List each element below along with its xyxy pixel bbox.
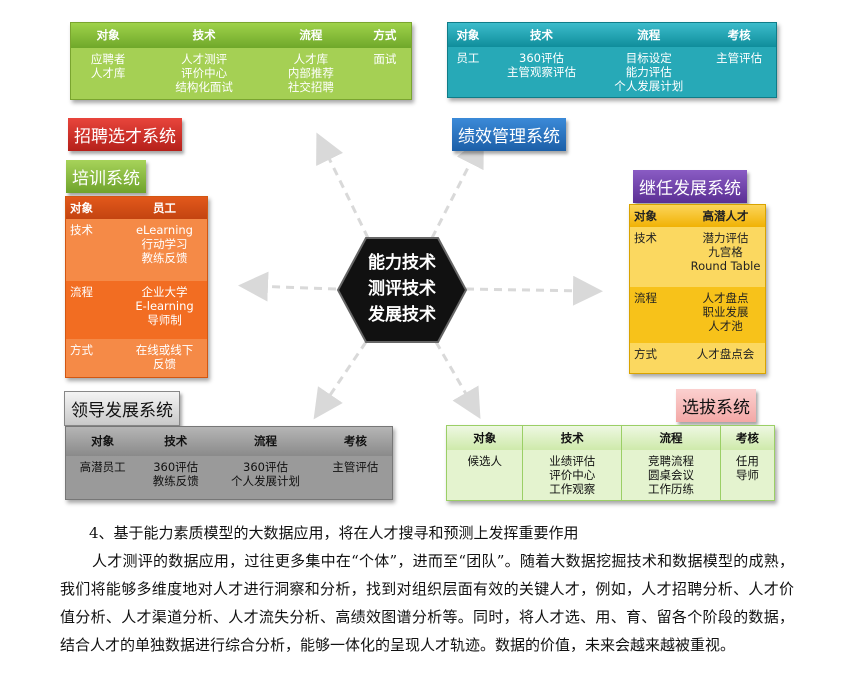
succession-row-process-value: 人才盘点 职业发展 人才池	[702, 291, 749, 333]
section-paragraph: 人才测评的数据应用，过往更多集中在“个体”，进而至“团队”。随着大数据挖掘技术和…	[60, 552, 794, 654]
recruit-cell-process: 人才库 内部推荐 社交招聘	[287, 51, 334, 94]
leader-cell-assess: 主管评估	[332, 459, 379, 474]
training-row-tech-key: 技术	[70, 223, 93, 237]
arrow-to-leader	[313, 341, 368, 420]
select-table: 对象 技术 流程 考核 候选人 业绩评估 评价中心 工作观察 竞聘流程 圆桌会议…	[446, 425, 775, 501]
perf-cell-tech: 360评估 主管观察评估	[507, 51, 576, 79]
arrow-to-select	[434, 341, 481, 419]
center-hexagon	[336, 237, 468, 343]
arrow-to-perf	[430, 136, 484, 239]
arrow-to-succession	[465, 275, 603, 306]
succession-header-value: 高潜人才	[702, 209, 749, 223]
perf-cell-assess: 主管评估	[716, 51, 763, 65]
perf-cell-object: 员工	[456, 51, 480, 65]
succession-header-object: 对象	[634, 209, 657, 223]
leader-label: 领导发展系统	[64, 391, 180, 426]
select-cell-process: 竞聘流程 圆桌会议 工作历练	[621, 450, 721, 501]
perf-header-tech: 技术	[530, 28, 553, 42]
training-table: 对象 员工 技术 eLearning 行动学习 教练反馈 流程 企业大学 E-l…	[65, 196, 208, 378]
select-header-assess: 考核	[735, 431, 759, 445]
perf-header-process: 流程	[637, 28, 661, 42]
leader-cell-object: 高潜员工	[79, 459, 126, 474]
recruit-header-object: 对象	[96, 28, 120, 43]
select-cell-assess: 任用 导师	[735, 454, 759, 482]
perf-table: 对象 技术 流程 考核 员工 360评估 主管观察评估 目标设定 能力评估 个人…	[447, 22, 777, 98]
recruit-header-process: 流程	[299, 28, 323, 43]
training-row-method-value: 在线或线下 反馈	[135, 343, 194, 371]
leader-cell-process: 360评估 个人发展计划	[230, 459, 300, 488]
arrow-to-training	[238, 271, 337, 302]
recruit-cell-tech: 人才测评 评价中心 结构化面试	[175, 51, 233, 94]
perf-header-assess: 考核	[727, 28, 751, 42]
arrow-to-recruit	[316, 132, 370, 239]
select-cell-tech: 业绩评估 评价中心 工作观察	[522, 450, 623, 501]
recruit-table: 对象 技术 流程 方式 应聘者 人才库 人才测评 评价中心 结构化面试 人才库 …	[70, 22, 412, 100]
recruit-header-tech: 技术	[192, 28, 216, 43]
section-heading: 4、基于能力素质模型的大数据应用，将在人才搜寻和预测上发挥重要作用	[89, 524, 579, 542]
center-line-3: 发展技术	[368, 305, 436, 325]
succession-row-method-key: 方式	[634, 347, 657, 361]
succession-row-tech-value: 潜力评估 九宫格 Round Table	[690, 231, 761, 273]
succession-row-method-value: 人才盘点会	[696, 347, 755, 361]
recruit-header-method: 方式	[373, 28, 397, 43]
succession-table: 对象 高潜人才 技术 潜力评估 九宫格 Round Table 流程 人才盘点 …	[629, 204, 766, 374]
training-row-process-value: 企业大学 E-learning 导师制	[135, 285, 194, 327]
center-line-2: 测评技术	[368, 279, 436, 299]
select-header-object: 对象	[446, 425, 524, 450]
training-row-process-key: 流程	[70, 285, 93, 299]
center-line-1: 能力技术	[368, 253, 436, 273]
recruit-cell-method: 面试	[373, 51, 397, 66]
select-cell-object: 候选人	[446, 450, 524, 501]
training-label: 培训系统	[66, 160, 146, 193]
select-header-process: 流程	[621, 425, 721, 450]
succession-label: 继任发展系统	[633, 170, 747, 203]
leader-cell-tech: 360评估 教练反馈	[152, 459, 199, 488]
recruit-label: 招聘选才系统	[68, 118, 182, 151]
training-header-value: 员工	[153, 201, 176, 215]
select-label: 选拔系统	[676, 389, 756, 422]
perf-label: 绩效管理系统	[452, 118, 566, 151]
leader-header-assess: 考核	[343, 434, 367, 449]
succession-row-tech-key: 技术	[634, 231, 657, 245]
connector-arrows	[238, 132, 603, 420]
training-header-object: 对象	[70, 201, 93, 215]
succession-row-process-key: 流程	[634, 291, 657, 305]
select-header-tech: 技术	[522, 425, 623, 450]
leader-header-process: 流程	[253, 434, 277, 449]
perf-header-object: 对象	[456, 28, 480, 42]
leader-header-object: 对象	[91, 434, 115, 449]
training-row-tech-value: eLearning 行动学习 教练反馈	[135, 223, 193, 265]
recruit-cell-object: 应聘者 人才库	[90, 51, 126, 80]
perf-cell-process: 目标设定 能力评估 个人发展计划	[614, 51, 684, 93]
center-text: 能力技术 测评技术 发展技术	[336, 250, 468, 328]
leader-header-tech: 技术	[164, 434, 188, 449]
training-row-method-key: 方式	[70, 343, 93, 357]
leader-table: 对象 技术 流程 考核 高潜员工 360评估 教练反馈 360评估 个人发展计划…	[65, 426, 393, 500]
